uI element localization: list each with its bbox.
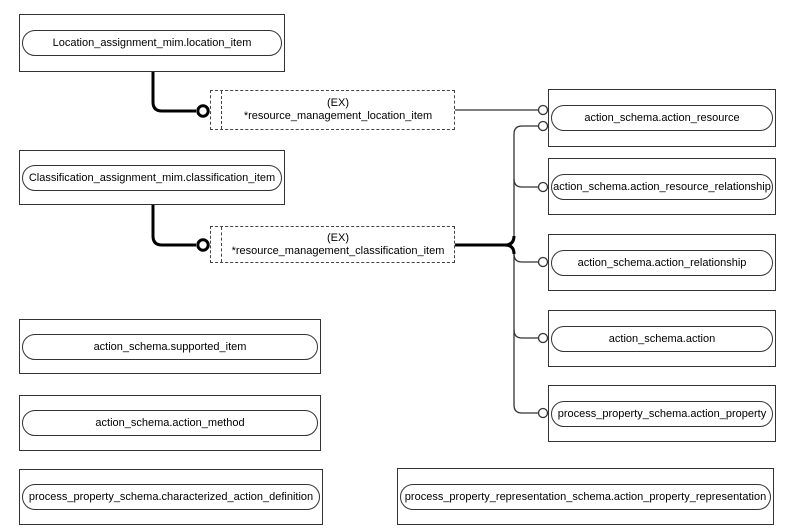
- ref-box-resource-management-location-item: (EX) *resource_management_location_item: [210, 90, 455, 130]
- bus-up-to-action-resource: [513, 125, 538, 236]
- entity-oval-characterized-action-definition: process_property_schema.characterized_ac…: [22, 484, 320, 510]
- ref-box-strip: [211, 91, 222, 129]
- entity-box-characterized-action-definition: process_property_schema.characterized_ac…: [19, 469, 323, 525]
- connector-classification-item-to-ref: [151, 205, 196, 247]
- entity-oval-action: action_schema.action: [551, 325, 773, 352]
- bus-branch-action: [513, 329, 538, 339]
- ref-box-strip: [211, 227, 222, 262]
- entity-oval-action-relationship: action_schema.action_relationship: [551, 249, 773, 276]
- port-circle-action-property: [537, 407, 549, 419]
- entity-box-action-relationship: action_schema.action_relationship: [548, 234, 776, 291]
- ref-box-resource-management-classification-item: (EX) *resource_management_classification…: [210, 226, 455, 263]
- ref-name-location: *resource_management_location_item: [243, 110, 433, 122]
- port-circle-action-resource-1: [537, 104, 549, 116]
- entity-label-action-property: process_property_schema.action_property: [557, 407, 767, 420]
- entity-label-action: action_schema.action: [608, 332, 716, 345]
- entity-box-action-method: action_schema.action_method: [19, 395, 321, 451]
- port-circle-action: [537, 332, 549, 344]
- port-circle-ref-location: [196, 104, 210, 118]
- entity-oval-supported-item: action_schema.supported_item: [22, 333, 318, 360]
- bus-fork-down: [504, 243, 516, 255]
- entity-box-action-resource-relationship: action_schema.action_resource_relationsh…: [548, 158, 776, 215]
- entity-label-action-relationship: action_schema.action_relationship: [577, 256, 747, 269]
- entity-label-supported-item: action_schema.supported_item: [93, 340, 247, 353]
- entity-label-action-method: action_schema.action_method: [95, 417, 245, 429]
- entity-oval-location-item: Location_assignment_mim.location_item: [22, 30, 282, 56]
- ref-name-classification: *resource_management_classification_item: [231, 244, 445, 257]
- entity-label-location-item: Location_assignment_mim.location_item: [52, 37, 252, 49]
- entity-box-action-property: process_property_schema.action_property: [548, 385, 776, 442]
- entity-label-classification-item: Classification_assignment_mim.classifica…: [28, 171, 276, 184]
- entity-label-action-resource: action_schema.action_resource: [584, 112, 740, 124]
- connector-location-item-to-ref: [151, 72, 196, 113]
- entity-oval-action-resource-relationship: action_schema.action_resource_relationsh…: [551, 173, 773, 200]
- bus-down-to-action-property: [513, 254, 538, 414]
- port-circle-action-relationship: [537, 256, 549, 268]
- ref-box-content: (EX) *resource_management_location_item: [222, 91, 454, 129]
- entity-box-action-resource: action_schema.action_resource: [548, 89, 776, 147]
- port-circle-action-resource-relationship: [537, 181, 549, 193]
- entity-label-action-property-representation: process_property_representation_schema.a…: [404, 490, 767, 503]
- entity-box-action-property-representation: process_property_representation_schema.a…: [397, 468, 774, 525]
- port-circle-action-resource-2: [537, 120, 549, 132]
- entity-oval-classification-item: Classification_assignment_mim.classifica…: [22, 164, 282, 191]
- entity-box-supported-item: action_schema.supported_item: [19, 319, 321, 374]
- entity-label-characterized-action-definition: process_property_schema.characterized_ac…: [28, 491, 314, 503]
- port-circle-ref-classification: [196, 238, 210, 252]
- entity-oval-action-resource: action_schema.action_resource: [551, 105, 773, 131]
- bus-branch-action-relationship: [513, 253, 538, 263]
- entity-box-classification-item: Classification_assignment_mim.classifica…: [19, 150, 285, 205]
- entity-box-location-item: Location_assignment_mim.location_item: [19, 14, 285, 72]
- ref-tag-location: (EX): [327, 97, 349, 109]
- entity-oval-action-property: process_property_schema.action_property: [551, 400, 773, 427]
- entity-oval-action-method: action_schema.action_method: [22, 410, 318, 436]
- entity-box-action: action_schema.action: [548, 310, 776, 367]
- ref-box-content: (EX) *resource_management_classification…: [222, 227, 454, 262]
- entity-oval-action-property-representation: process_property_representation_schema.a…: [400, 483, 771, 510]
- bus-fork-up: [504, 235, 516, 247]
- entity-label-action-resource-relationship: action_schema.action_resource_relationsh…: [553, 180, 771, 193]
- bus-branch-action-resource-relationship: [513, 178, 538, 188]
- ref-tag-classification: (EX): [327, 231, 349, 244]
